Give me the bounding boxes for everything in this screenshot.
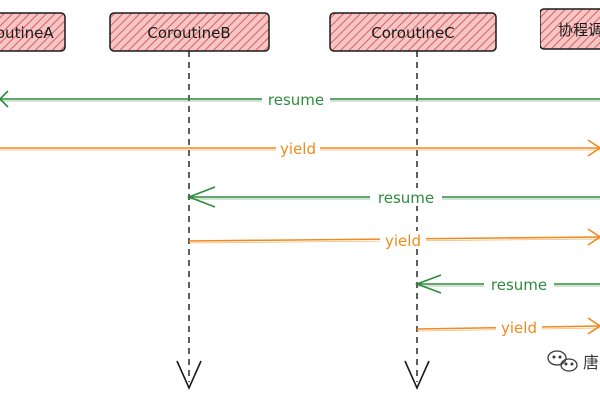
message-resume-to-a: resume <box>0 90 600 109</box>
wechat-icon <box>547 350 578 372</box>
message-6-label: yield <box>501 319 537 337</box>
participant-d-label: 协程调度器 <box>558 21 600 39</box>
message-yield-from-c: yield <box>416 317 600 337</box>
participant-c-label: CoroutineC <box>371 24 454 42</box>
participant-coroutine-a: CoroutineA <box>0 12 66 52</box>
message-yield-from-a: yield <box>0 139 600 158</box>
participant-a-label: CoroutineA <box>0 24 54 42</box>
message-resume-to-c: resume <box>414 274 600 294</box>
lifeline-coroutine-c <box>404 51 430 390</box>
message-5-label: resume <box>491 276 547 294</box>
message-1-label: resume <box>268 91 324 109</box>
participant-coroutine-b: CoroutineB <box>109 12 270 52</box>
message-resume-to-b: resume <box>186 186 600 208</box>
message-3-label: resume <box>378 189 434 207</box>
participant-scheduler: 协程调度器 <box>540 8 600 50</box>
lifeline-coroutine-b <box>176 51 202 390</box>
watermark-text: 唐 <box>583 353 599 372</box>
watermark: 唐 <box>547 350 599 372</box>
message-yield-from-b: yield <box>188 228 600 250</box>
message-4-label: yield <box>385 232 421 250</box>
participant-coroutine-c: CoroutineC <box>329 12 497 52</box>
participant-b-label: CoroutineB <box>147 24 230 42</box>
message-2-label: yield <box>280 140 316 158</box>
